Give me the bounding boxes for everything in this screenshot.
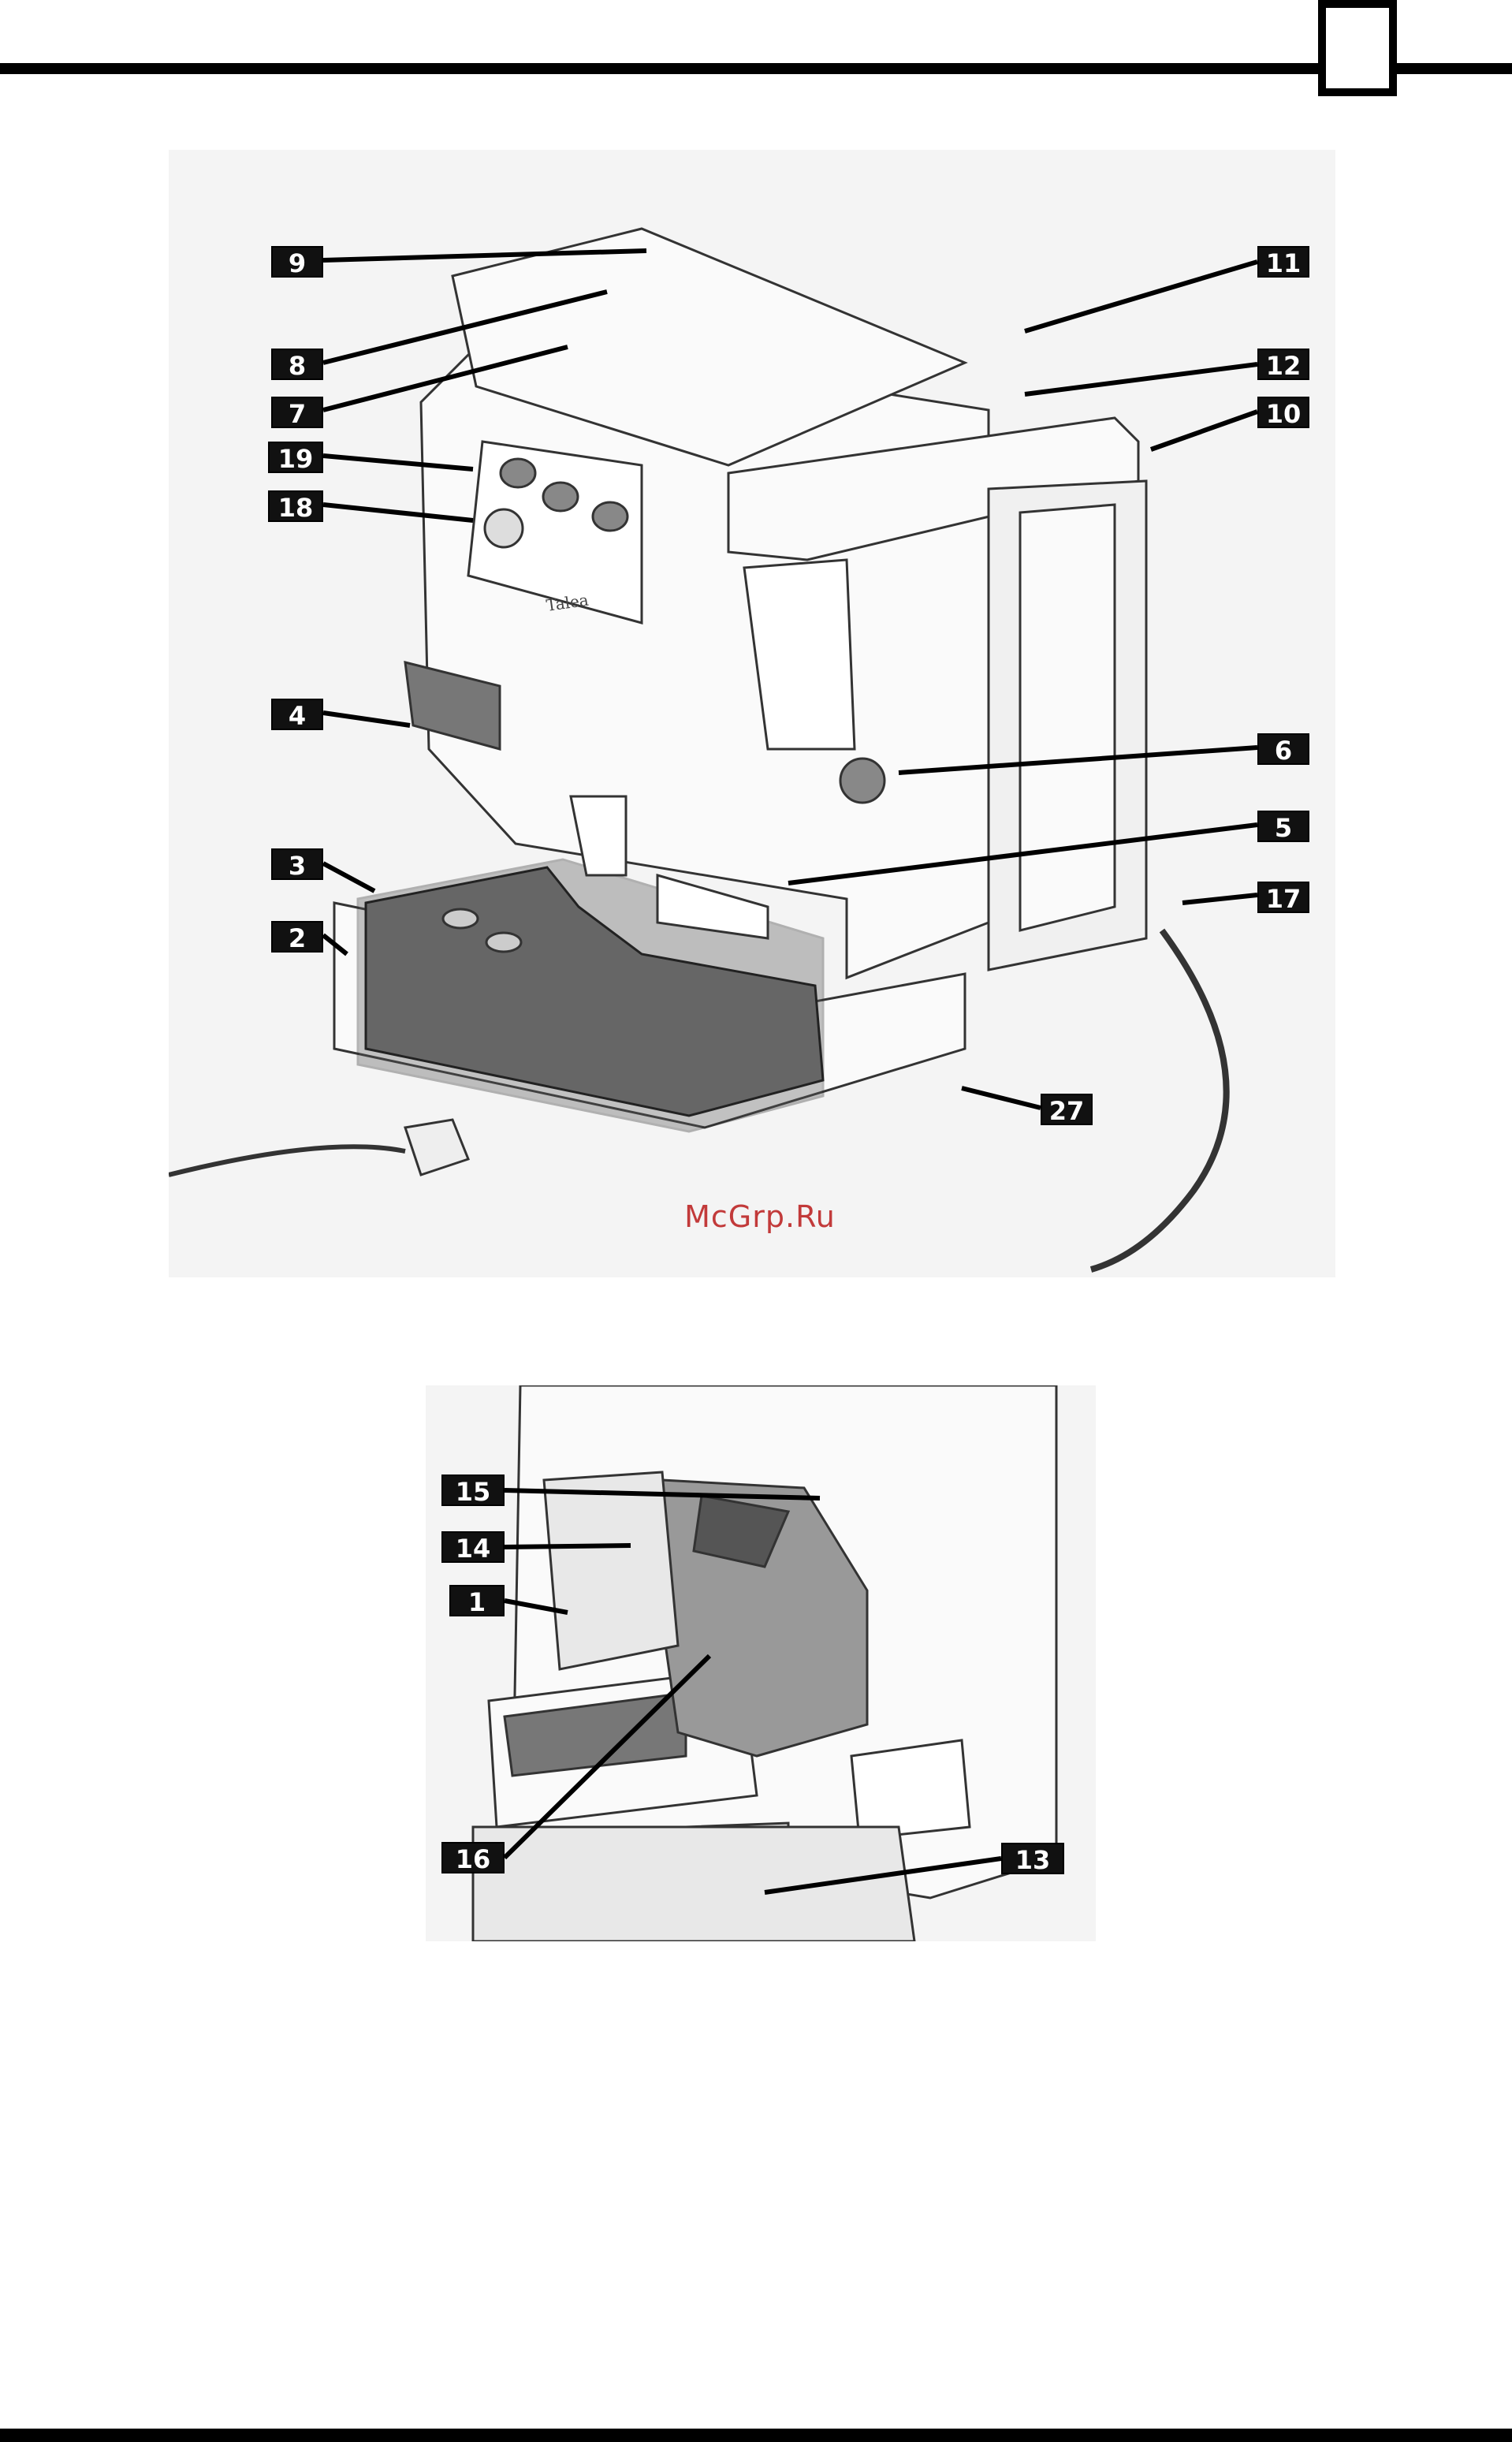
callout-5: 5 <box>1257 811 1309 842</box>
coffee-machine-drawing: Talea <box>169 150 1335 1277</box>
watermark-text: McGrp.Ru <box>681 1199 839 1234</box>
callout-8: 8 <box>271 349 323 380</box>
brew-unit-drawing <box>426 1385 1096 1941</box>
callout-16: 16 <box>441 1842 505 1873</box>
steam-knob <box>840 759 884 803</box>
brew-unit-detail-illustration <box>426 1385 1096 1941</box>
callout-27: 27 <box>1041 1094 1093 1125</box>
coffee-machine-illustration: Talea <box>169 150 1335 1277</box>
callout-19: 19 <box>268 442 323 473</box>
callout-1: 1 <box>449 1585 505 1616</box>
callout-2: 2 <box>271 921 323 953</box>
callout-4: 4 <box>271 699 323 730</box>
callout-18: 18 <box>268 490 323 522</box>
callout-13: 13 <box>1001 1843 1064 1874</box>
callout-6: 6 <box>1257 733 1309 765</box>
callout-10: 10 <box>1257 397 1309 428</box>
callout-7: 7 <box>271 397 323 428</box>
callout-3: 3 <box>271 848 323 880</box>
callout-17: 17 <box>1257 882 1309 913</box>
callout-14: 14 <box>441 1531 505 1563</box>
header-rule <box>0 63 1512 74</box>
callout-11: 11 <box>1257 246 1309 278</box>
callout-15: 15 <box>441 1475 505 1506</box>
footer-rule <box>0 2429 1512 2442</box>
callout-12: 12 <box>1257 349 1309 380</box>
callout-9: 9 <box>271 246 323 278</box>
page-tab-marker <box>1318 0 1397 96</box>
